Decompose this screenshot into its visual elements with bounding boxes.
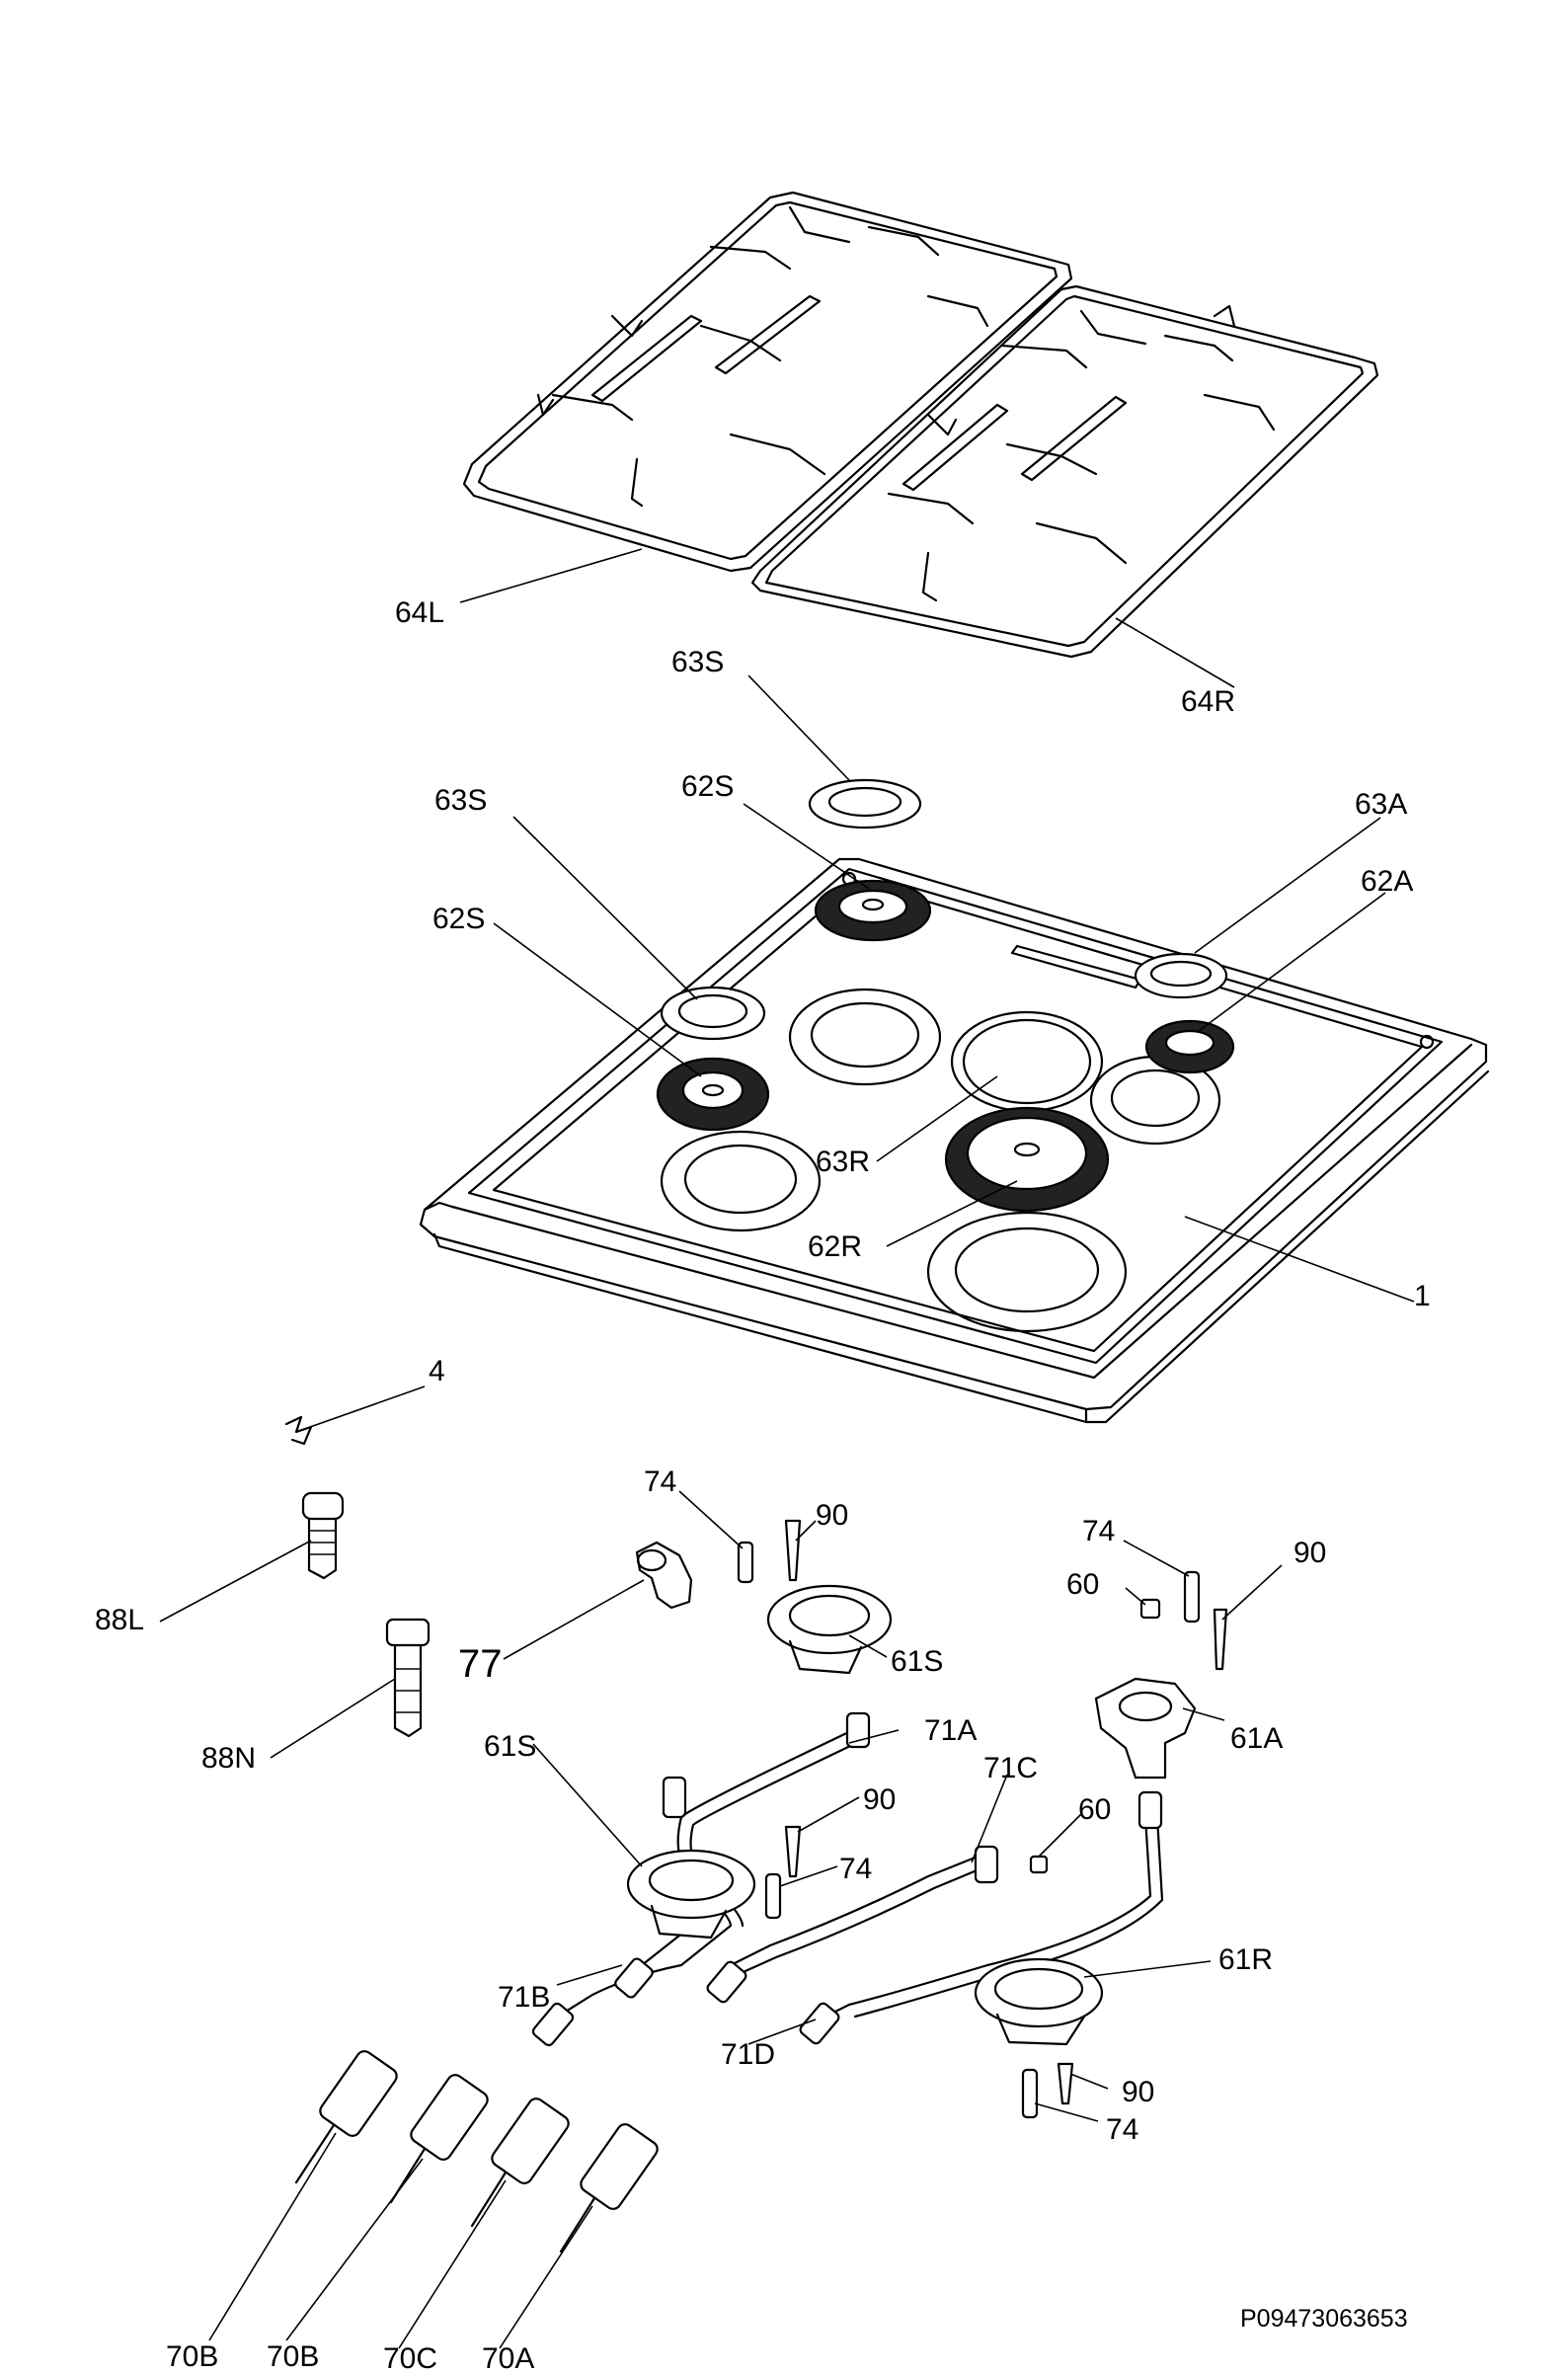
gas-tap-70B-2 [389, 2074, 489, 2204]
burner-body-61R [974, 1957, 1104, 2046]
nut-60-b [1029, 1855, 1049, 1874]
thermocouple-74-b [1183, 1570, 1201, 1623]
label-70C: 70C [383, 2342, 437, 2370]
gas-tap-70C [470, 2098, 570, 2228]
label-61R: 61R [1218, 1943, 1273, 1976]
label-63A: 63A [1355, 788, 1407, 821]
label-64L: 64L [395, 596, 444, 629]
flame-spreader-62S-top [814, 879, 932, 942]
burner-body-61S-b [626, 1849, 756, 1940]
thermocouple-74-c [764, 1872, 782, 1920]
label-62S-top: 62S [681, 770, 734, 803]
thermocouple-74-a [737, 1541, 754, 1584]
label-70B-1: 70B [166, 2340, 218, 2370]
label-70A: 70A [482, 2342, 534, 2370]
nut-60-a [1139, 1598, 1161, 1620]
burner-body-61S-a [766, 1584, 893, 1675]
label-62R: 62R [808, 1230, 862, 1263]
label-74-b: 74 [1082, 1515, 1115, 1547]
label-90-b: 90 [1294, 1537, 1326, 1569]
label-71D: 71D [721, 2038, 775, 2071]
leader-lines [159, 548, 1415, 2349]
label-74-d: 74 [1106, 2113, 1138, 2146]
connector-88L [301, 1491, 345, 1580]
burner-body-61A [1094, 1677, 1197, 1780]
gas-tap-70B-1 [294, 2050, 398, 2184]
figure-code: P09473063653 [1240, 2305, 1408, 2333]
label-62S-left: 62S [432, 903, 485, 935]
spark-plug-90-c [784, 1825, 802, 1878]
label-70B-2: 70B [267, 2340, 319, 2370]
gas-tap-70A [559, 2123, 659, 2254]
label-71A: 71A [924, 1714, 977, 1747]
thermocouple-74-d [1021, 2068, 1039, 2119]
flame-spreader-62R [944, 1106, 1110, 1213]
label-1: 1 [1414, 1280, 1431, 1312]
label-90-c: 90 [863, 1783, 896, 1816]
label-63R: 63R [816, 1146, 870, 1178]
burner-cap-63S-left [660, 986, 766, 1041]
label-63S-left: 63S [434, 784, 487, 817]
label-90-d: 90 [1122, 2076, 1154, 2108]
label-74-a: 74 [644, 1465, 676, 1498]
elbow-fitting-77 [635, 1541, 693, 1610]
gas-pipe-71B [614, 1934, 681, 1999]
label-61A: 61A [1230, 1722, 1283, 1755]
flame-spreader-62A [1144, 1019, 1235, 1074]
spark-plug-90-d [1057, 2062, 1074, 2105]
spark-plug-90-a [784, 1519, 802, 1582]
label-60-b: 60 [1078, 1793, 1111, 1826]
label-64R: 64R [1181, 685, 1235, 718]
burner-cap-63S-top [808, 778, 922, 830]
label-71B: 71B [498, 1981, 550, 2014]
pan-support-left [462, 191, 1073, 573]
label-61S-b: 61S [484, 1730, 536, 1763]
flame-spreader-62S-left [656, 1057, 770, 1132]
label-61S-a: 61S [891, 1645, 943, 1678]
label-71C: 71C [983, 1752, 1038, 1784]
connector-88N [385, 1618, 431, 1738]
label-90-a: 90 [816, 1499, 848, 1532]
label-62A: 62A [1361, 865, 1413, 898]
spark-plug-90-b [1213, 1608, 1228, 1671]
label-4: 4 [429, 1355, 445, 1387]
burner-cap-63A [1134, 952, 1228, 999]
label-88N: 88N [201, 1742, 256, 1775]
label-63S-top: 63S [671, 646, 724, 678]
gas-pipe-71C [706, 1845, 999, 2004]
label-77: 77 [458, 1642, 503, 1686]
label-88L: 88L [95, 1604, 144, 1636]
label-60-a: 60 [1066, 1568, 1099, 1601]
label-74-c: 74 [839, 1853, 872, 1885]
pan-support-right [750, 284, 1379, 659]
